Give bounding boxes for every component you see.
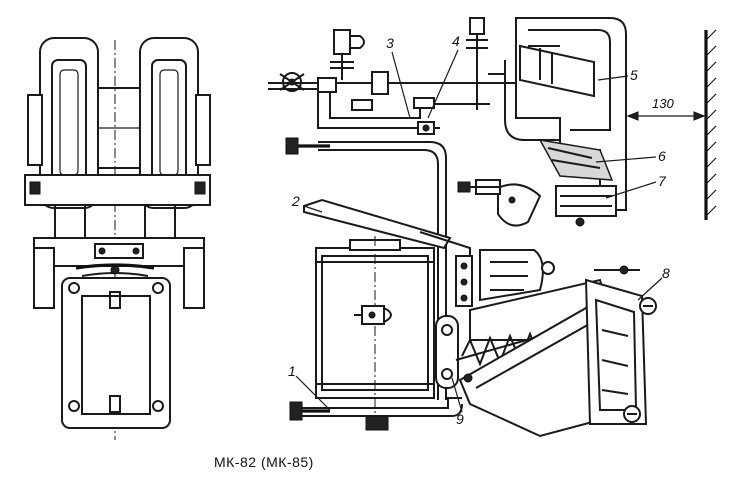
callout-2: 2 bbox=[291, 193, 300, 209]
screw-icon bbox=[623, 405, 641, 423]
leader-lines bbox=[295, 49, 663, 413]
callout-6: 6 bbox=[658, 148, 666, 164]
callout-3: 3 bbox=[386, 35, 394, 51]
callout-1: 1 bbox=[288, 363, 296, 379]
bolt-icon bbox=[330, 29, 365, 80]
side-view bbox=[268, 17, 717, 438]
wall-hatching bbox=[704, 29, 717, 220]
screw-icon bbox=[639, 297, 657, 315]
terminal-icon bbox=[285, 137, 330, 155]
callout-9: 9 bbox=[456, 411, 464, 427]
dimension-arrow bbox=[626, 111, 706, 121]
terminal-icon bbox=[289, 401, 330, 421]
callouts: 3 4 5 6 7 2 8 1 9 130 bbox=[288, 33, 674, 427]
callout-5: 5 bbox=[630, 67, 638, 83]
dimension-label: 130 bbox=[652, 96, 674, 111]
callout-4: 4 bbox=[452, 33, 460, 49]
figure-caption: МК-82 (МК-85) bbox=[214, 454, 314, 470]
callout-8: 8 bbox=[662, 265, 670, 281]
bolt-icon bbox=[466, 17, 488, 110]
callout-7: 7 bbox=[658, 173, 667, 189]
front-view bbox=[24, 37, 211, 440]
